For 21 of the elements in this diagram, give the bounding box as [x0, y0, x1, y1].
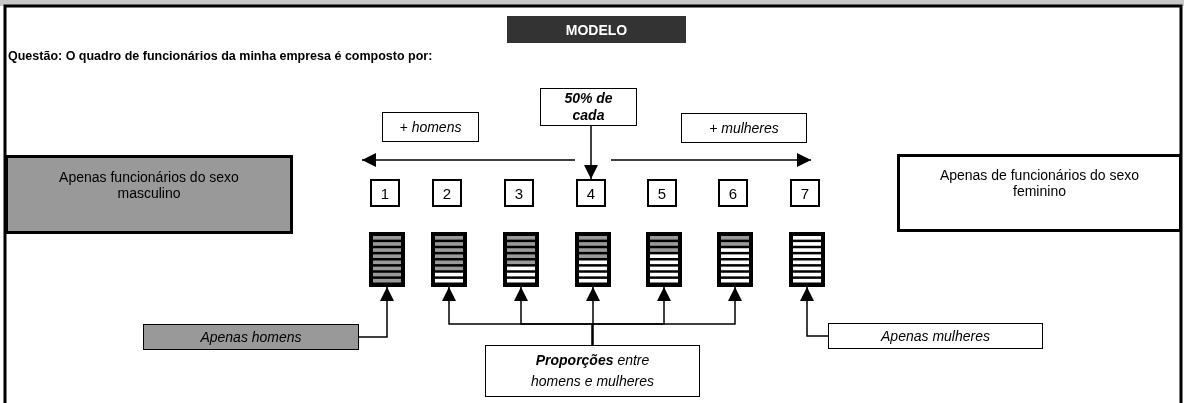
callout-box: 50% de cada	[540, 88, 637, 126]
question-text: Questão: O quadro de funcionários da minha empresa é composto por:	[8, 49, 433, 63]
scale-number: 7	[790, 179, 820, 207]
scale-number: 4	[576, 179, 606, 207]
title-banner: MODELO	[507, 16, 686, 43]
callout-box: + homens	[382, 112, 479, 142]
scale-number: 2	[432, 179, 462, 207]
scale-number: 5	[647, 179, 677, 207]
arrow	[358, 286, 394, 338]
arrow	[591, 286, 742, 346]
callout-box: + mulheres	[681, 113, 807, 143]
callout-box: Apenas homens	[143, 324, 359, 350]
category-box: Apenas de funcionários do sexo feminino	[897, 154, 1182, 232]
arrow	[800, 286, 829, 337]
scale-number: 6	[718, 179, 748, 207]
callout-box: Proporções entre homens e mulheres	[485, 345, 700, 397]
arrow	[584, 125, 598, 180]
callout-box: Apenas mulheres	[828, 323, 1043, 349]
category-box: Apenas funcionários do sexo masculino	[5, 155, 293, 234]
scale-number: 1	[370, 179, 400, 207]
scale-number: 3	[504, 179, 534, 207]
